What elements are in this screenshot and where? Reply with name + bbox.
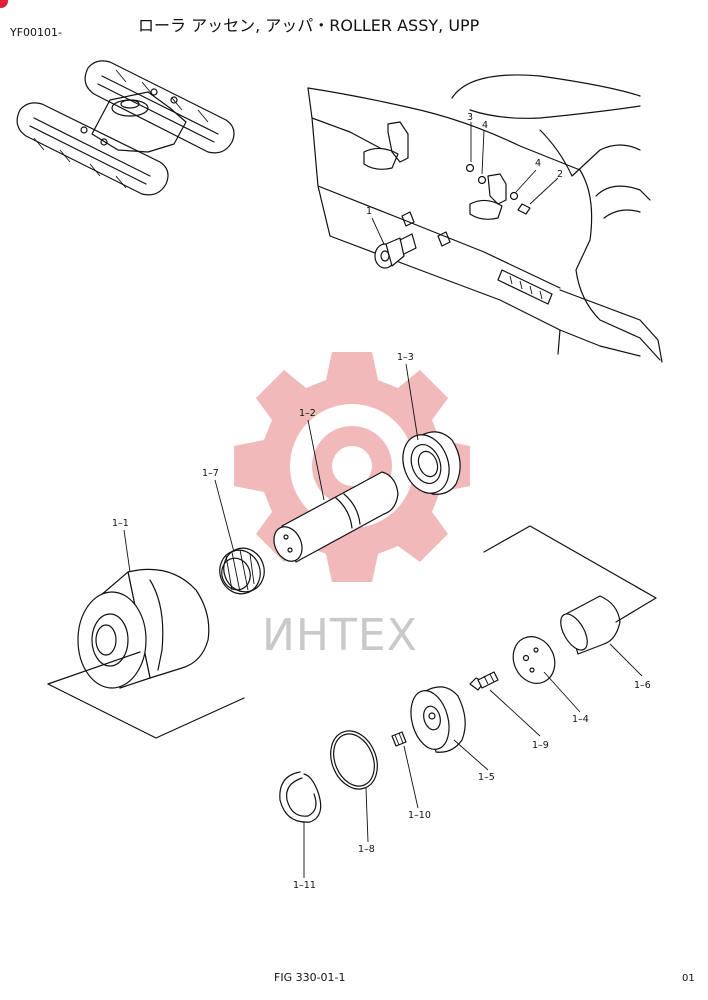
document-title: ローラ アッセン, アッパ・ROLLER ASSY, UPP [138,16,480,35]
part-floating-seal [219,547,265,595]
callout-4-lower: 4 [535,158,541,169]
callout-1: 1 [366,206,372,217]
callout-1-9: 1–9 [532,740,549,751]
callout-4-upper: 4 [482,120,488,131]
callout-1-2: 1–2 [299,408,316,419]
callout-1-6: 1–6 [634,680,651,691]
callout-1-5: 1–5 [478,772,495,783]
callout-1-4: 1–4 [572,714,589,725]
corner-mark [0,0,8,8]
part-plug [391,731,407,747]
callouts: 3 4 4 2 1 1–1 1–2 1–3 1–4 1–5 1–6 1–7 1–… [112,112,651,891]
part-cover-plate [512,636,556,684]
frame-installation-view [307,74,663,363]
part-roller-body [47,568,245,739]
part-bushing [483,525,657,655]
watermark-text: ИНТЕХ [262,610,418,661]
document-code: YF00101- [10,26,63,39]
track-frame-overview [16,60,235,196]
callout-1-11: 1–11 [293,880,316,891]
figure-reference: FIG 330-01-1 [274,971,346,984]
callout-1-3: 1–3 [397,352,414,363]
callout-1-7: 1–7 [202,468,219,479]
part-bolt [469,671,499,691]
leader-lines [123,122,643,878]
callout-1-1: 1–1 [112,518,129,529]
part-shaft [273,471,399,563]
page-number: 01 [682,973,695,984]
callout-1-10: 1–10 [408,810,431,821]
callout-3: 3 [467,112,473,123]
part-o-ring [330,730,378,790]
callout-2: 2 [557,169,563,180]
callout-1-8: 1–8 [358,844,375,855]
part-collar [402,431,461,495]
part-end-cap [410,686,466,753]
part-snap-ring [279,771,322,823]
